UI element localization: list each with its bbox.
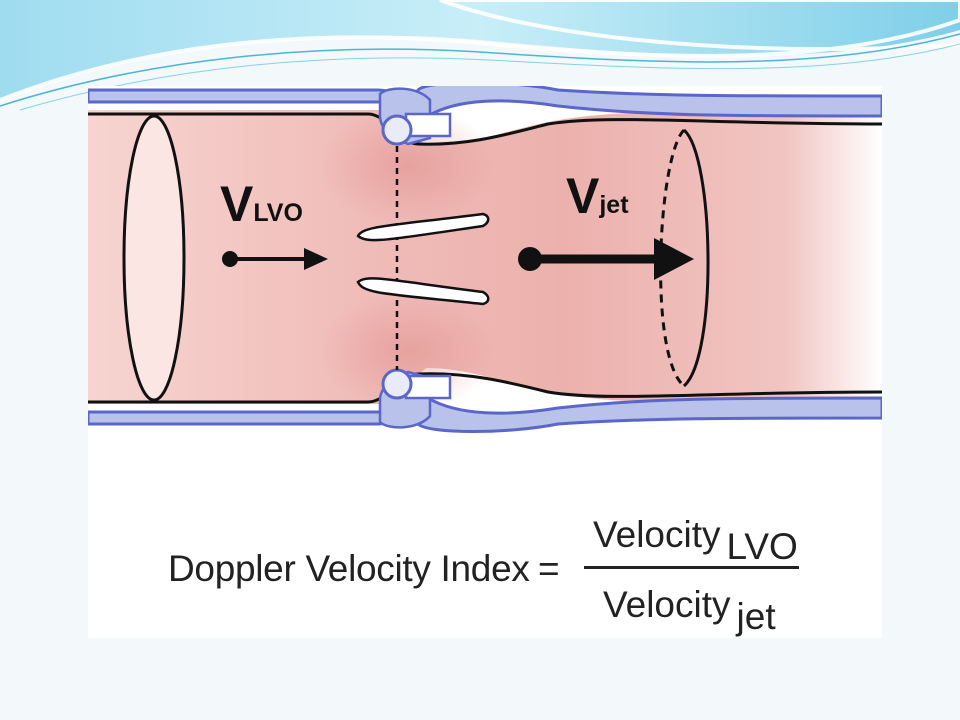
fraction-bar (584, 566, 799, 569)
numerator-text: Velocity (593, 514, 721, 555)
header-swoosh-line-2 (19, 43, 960, 111)
header-swoosh-back (0, 0, 960, 100)
diagram-figure: VLVO Vjet Doppler Velocity Index = Veloc… (88, 86, 882, 638)
v-jet-label: Vjet (566, 171, 629, 221)
header-swoosh-front (0, 0, 960, 102)
v-jet-main: V (566, 168, 600, 224)
v-lvo-subscript: LVO (253, 199, 303, 227)
valve-annulus-top (378, 87, 452, 146)
formula-equals: = (538, 548, 560, 589)
valve-glow-bottom (318, 291, 498, 411)
vessel-wall-bottom (88, 396, 882, 433)
denominator-text: Velocity (603, 584, 731, 625)
jet-cross-section-solid (682, 128, 710, 388)
jet-velocity-arrow (518, 238, 694, 280)
lvo-cross-section (122, 114, 186, 402)
v-lvo-main: V (220, 176, 254, 232)
numerator-subscript: LVO (726, 526, 798, 567)
vessel-wall-top (88, 86, 882, 118)
v-lvo-label: VLVO (220, 179, 303, 229)
lvo-velocity-arrow (222, 248, 328, 270)
denominator-subscript: jet (736, 596, 776, 637)
blood-lumen (88, 110, 882, 404)
formula-lhs: Doppler Velocity Index (168, 548, 530, 589)
valve-leaflet-bottom (356, 277, 490, 306)
valve-glow-top (318, 106, 498, 226)
v-jet-subscript: jet (599, 191, 629, 219)
header-swoosh-line (0, 33, 960, 107)
valve-leaflet-top (356, 212, 490, 242)
valve-diagram (88, 86, 882, 433)
